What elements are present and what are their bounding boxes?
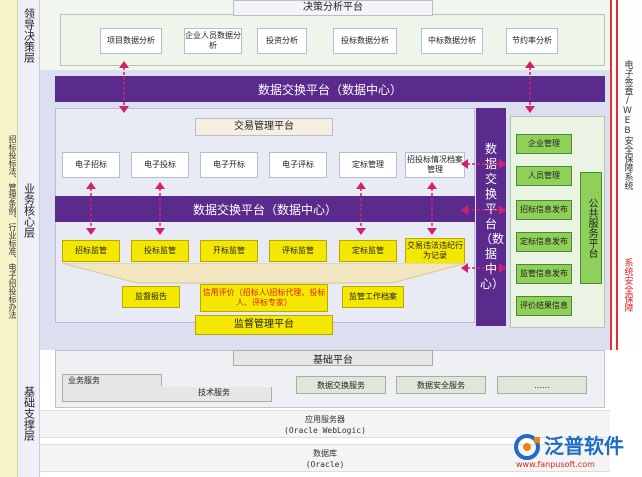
- funnel-shape: [62, 263, 467, 284]
- database-bar: 数据库 (Oracle): [40, 444, 610, 472]
- supervision-item-award: 定标监管: [339, 240, 397, 262]
- exchange-bar-mid: 数据交换平台（数据中心）: [55, 196, 475, 222]
- decision-item-award: 中标数据分析: [421, 28, 483, 54]
- trading-item-open: 电子开标: [200, 152, 258, 178]
- tech-service: 技术服务: [62, 386, 272, 402]
- public-service-box: 公共服务平台: [580, 172, 602, 284]
- trading-item-bid: 电子投标: [131, 152, 189, 178]
- supervision-item-tender: 招标监管: [62, 240, 120, 262]
- esign-label: 电子签章/WEB安全保障系统: [622, 60, 633, 190]
- decision-item-saving: 节约率分析: [506, 28, 558, 54]
- green-item-award-info: 定标信息发布: [516, 232, 572, 252]
- decision-item-investment: 投资分析: [257, 28, 307, 54]
- supervision-report: 监督报告: [122, 286, 180, 308]
- trading-title: 交易管理平台: [195, 118, 333, 136]
- decision-item-bid: 投标数据分析: [333, 28, 397, 54]
- decision-title: 决策分析平台: [233, 0, 433, 16]
- supervision-item-bid: 投标监管: [131, 240, 189, 262]
- database-label: 数据库: [313, 449, 337, 458]
- data-exchange-service: 数据交换服务: [296, 376, 386, 394]
- logo-url: www.fanpusoft.com: [516, 460, 595, 469]
- credit-evaluation: 信用评价（招标人\招标代理、投标人、评标专家）: [200, 284, 328, 312]
- supervision-title: 监督管理平台: [195, 315, 333, 335]
- data-security-service: 数据安全服务: [396, 376, 486, 394]
- supervision-archive: 监管工作档案: [342, 286, 404, 308]
- green-item-personnel: 人员管理: [516, 166, 572, 186]
- legal-column-label: 招标投标法、管理条例、行业标准、电子招投标办法: [8, 135, 17, 319]
- green-item-supervision-info: 监管信息发布: [516, 264, 572, 284]
- logo-text: 泛普软件: [544, 434, 624, 458]
- core-layer-label: 业务核心层: [22, 182, 36, 238]
- decision-layer-label-box: 领导决策层: [18, 0, 40, 70]
- more-services: ......: [497, 376, 587, 394]
- app-server-label: 应用服务器: [305, 415, 345, 424]
- system-security-label: 系统安全保障: [622, 258, 633, 312]
- esign-box: 电子签章/WEB安全保障系统: [620, 40, 636, 210]
- decision-item-enterprise: 企业人员数据分析: [184, 28, 242, 54]
- tech-service-label: 技术服务: [198, 388, 230, 397]
- exchange-vertical: 数据交换平台（数据中心）: [476, 108, 506, 326]
- logo: 泛普软件 www.fanpusoft.com: [512, 428, 640, 474]
- decision-item-project: 项目数据分析: [100, 28, 162, 54]
- database-product: (Oracle): [305, 460, 345, 469]
- service-bracket-cover: [162, 374, 272, 387]
- public-service-label: 公共服务平台: [586, 198, 597, 258]
- app-server-product: (Oracle WebLogic): [284, 426, 366, 435]
- supervision-item-evaluate: 评标监管: [269, 240, 327, 262]
- green-item-enterprise: 企业管理: [516, 134, 572, 154]
- logo-icon: [514, 434, 540, 460]
- security-red-line: [616, 0, 618, 350]
- green-item-evaluation-result: 评价结果信息: [516, 296, 572, 316]
- trading-item-tender: 电子招标: [62, 152, 120, 178]
- decision-layer-label: 领导决策层: [22, 7, 36, 63]
- system-security-box: 系统安全保障: [620, 245, 636, 325]
- base-platform-title: 基础平台: [233, 350, 433, 366]
- core-layer-label-box: 业务核心层: [18, 70, 40, 350]
- exchange-bar-top: 数据交换平台（数据中心）: [55, 76, 605, 102]
- support-layer-label: 基础支撑层: [22, 386, 36, 441]
- trading-item-evaluate: 电子评标: [269, 152, 327, 178]
- exchange-vertical-label: 数据交换平台（数据中心）: [480, 142, 505, 291]
- legal-column: [0, 0, 18, 477]
- supervision-item-open: 开标监管: [200, 240, 258, 262]
- security-column: [610, 0, 642, 350]
- trading-item-award: 定标管理: [339, 152, 397, 178]
- business-service-label: 业务服务: [68, 376, 100, 385]
- trading-item-archive: 招投标情况档案管理: [405, 152, 465, 178]
- green-item-tender-info: 招标信息发布: [516, 200, 572, 220]
- app-server-bar: 应用服务器 (Oracle WebLogic): [40, 410, 610, 438]
- support-layer-label-box: 基础支撑层: [18, 350, 40, 477]
